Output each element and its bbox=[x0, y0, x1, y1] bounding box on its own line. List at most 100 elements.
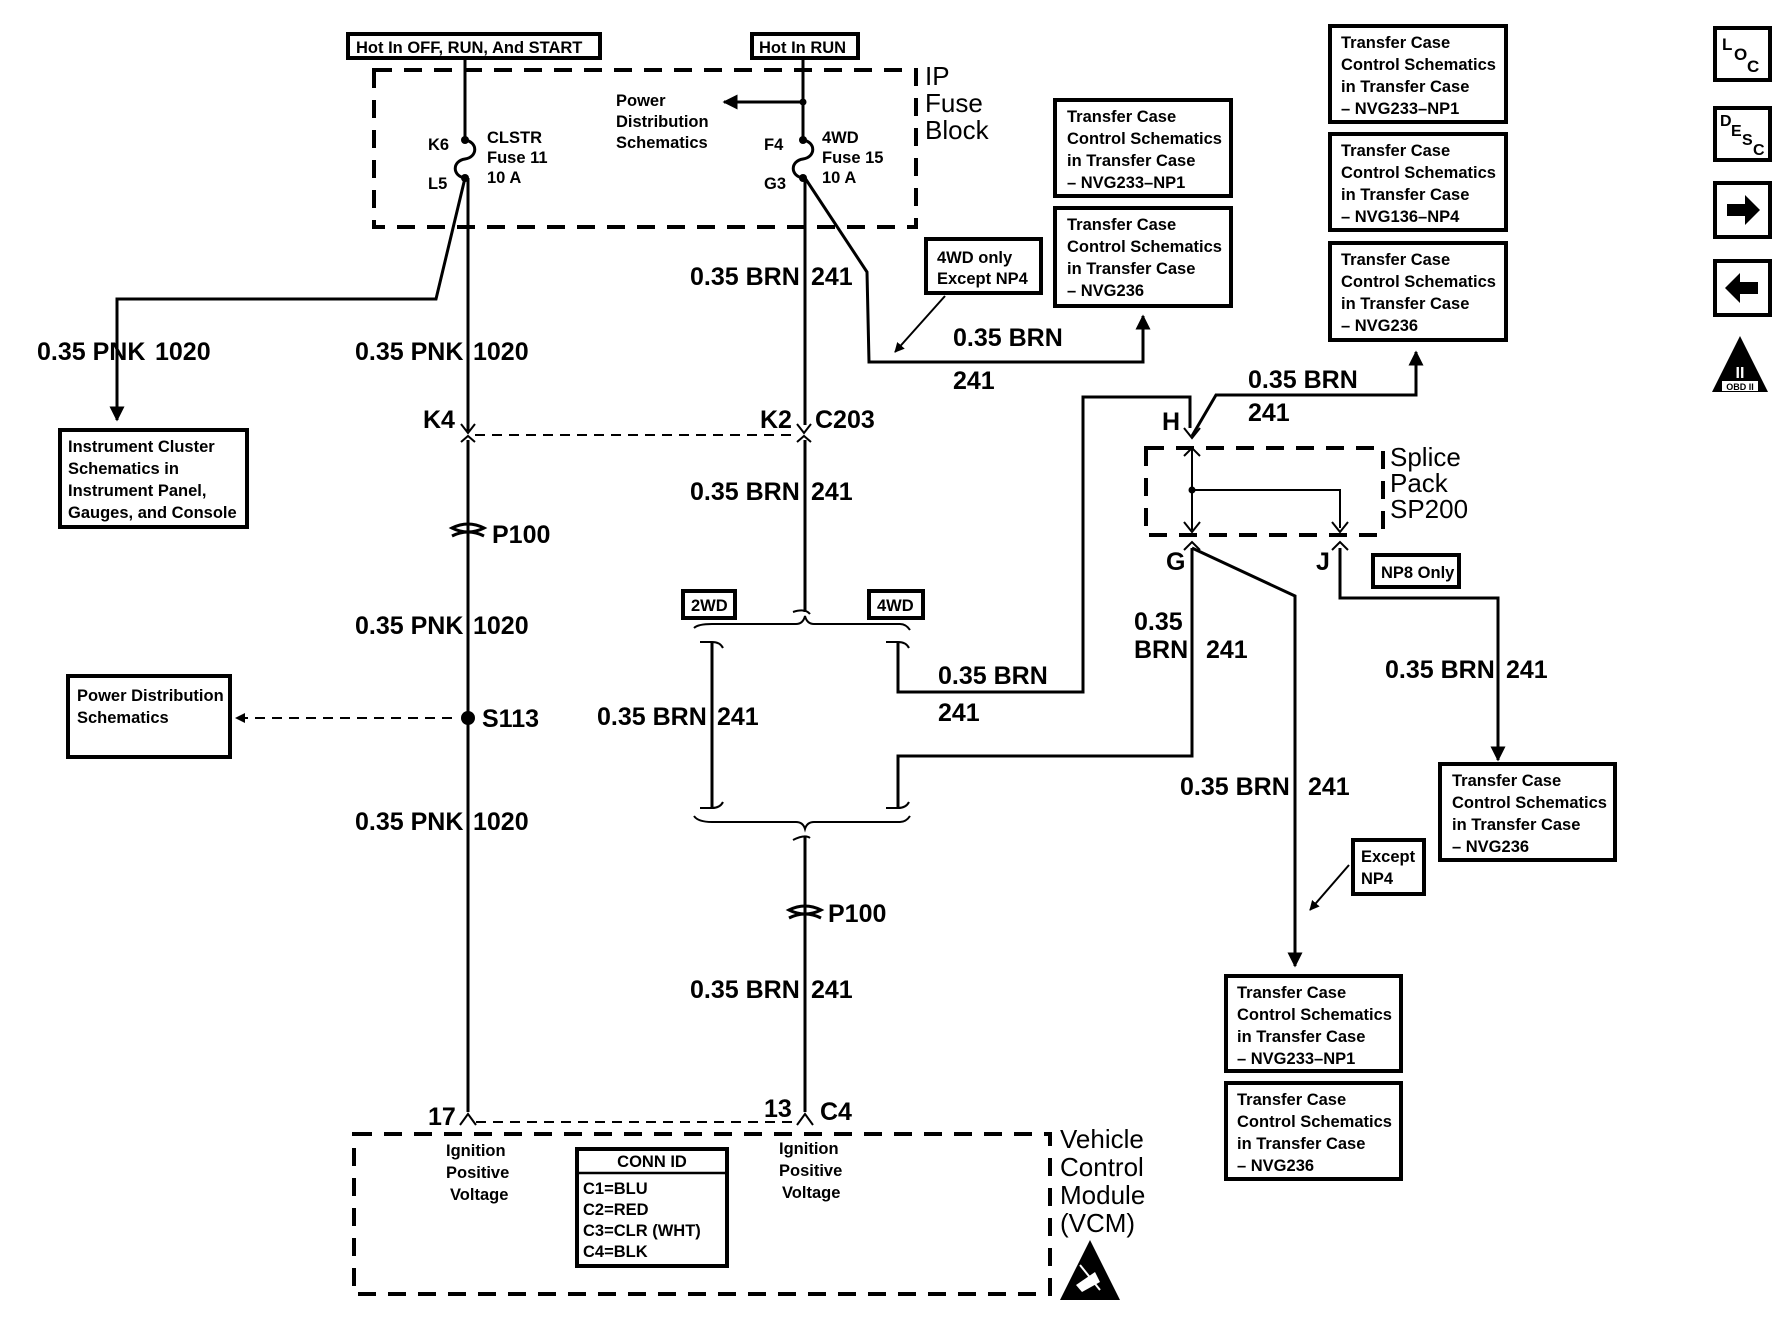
fuse-11-label-2: Fuse 11 bbox=[487, 149, 548, 167]
vcm-outline bbox=[352, 1132, 1052, 1296]
splice-s113: S113 bbox=[482, 705, 539, 733]
ref-tc-236-right-1: Transfer Case bbox=[1341, 251, 1450, 269]
wire-pnk-to-cluster bbox=[109, 177, 467, 422]
ref-power-distribution-1: Power Distribution bbox=[77, 687, 224, 705]
pin-l5: L5 bbox=[428, 175, 447, 193]
wire-circuit-pnk-c: 1020 bbox=[473, 612, 529, 640]
vcm-title-4: (VCM) bbox=[1060, 1208, 1135, 1238]
ref-tc-np1-top-2: Control Schematics bbox=[1067, 130, 1222, 148]
wire-label-brn-h-color: BRN bbox=[1134, 636, 1188, 664]
wire-label-brn-e: 0.35 BRN bbox=[938, 662, 1048, 690]
brace-top bbox=[693, 615, 911, 631]
prev-page-button[interactable] bbox=[1713, 259, 1772, 317]
wire-4wd-lower bbox=[896, 548, 1194, 808]
note-4wd-only-1: 4WD only bbox=[937, 249, 1013, 267]
ref-tc-np4-right-3: in Transfer Case bbox=[1341, 186, 1469, 204]
ref-instrument-cluster-3: Instrument Panel, bbox=[68, 482, 206, 500]
ref-tc-np1-right[interactable]: Transfer Case Control Schematics in Tran… bbox=[1328, 24, 1508, 124]
wire-circuit-brn-j: 241 bbox=[1506, 656, 1548, 684]
ref-tc-236-top-3: in Transfer Case bbox=[1067, 260, 1195, 278]
splice-pin-g-symbol bbox=[1183, 521, 1201, 551]
wire-circuit-brn-e: 241 bbox=[938, 699, 980, 727]
fuse-11-symbol bbox=[453, 138, 477, 180]
header-hot-run: Hot In RUN bbox=[750, 32, 860, 60]
connector-k4-symbol bbox=[460, 423, 476, 443]
fuse-11-label-1: CLSTR bbox=[487, 129, 542, 147]
obd-ii-button[interactable]: II OBD II bbox=[1712, 336, 1768, 392]
option-4wd: 4WD bbox=[877, 597, 914, 615]
ref-tc-np1-lower-3: in Transfer Case bbox=[1237, 1028, 1365, 1046]
ref-tc-np1-top-1: Transfer Case bbox=[1067, 108, 1176, 126]
ref-tc-236-j[interactable]: Transfer Case Control Schematics in Tran… bbox=[1438, 762, 1617, 862]
ref-tc-236-lower-1: Transfer Case bbox=[1237, 1091, 1346, 1109]
vcm-pin-17-symbol bbox=[459, 1112, 477, 1126]
ref-tc-236-right[interactable]: Transfer Case Control Schematics in Tran… bbox=[1328, 241, 1508, 342]
wire-circuit-brn-c: 241 bbox=[811, 478, 853, 506]
conn-id-row-3: C3=CLR (WHT) bbox=[583, 1222, 701, 1240]
vcm-pin17-desc-2: Positive bbox=[446, 1164, 509, 1182]
header-hot-run-text: Hot In RUN bbox=[759, 39, 846, 57]
wire-circuit-brn-i: 241 bbox=[1308, 773, 1350, 801]
ref-power-distribution-2: Schematics bbox=[77, 709, 169, 727]
note-4wd-only: 4WD only Except NP4 bbox=[924, 237, 1043, 295]
desc-letter-c: C bbox=[1753, 142, 1765, 159]
vcm-pin-13-symbol bbox=[796, 1112, 814, 1126]
wire-j-to-tc bbox=[1338, 548, 1500, 752]
ref-tc-236-top[interactable]: Transfer Case Control Schematics in Tran… bbox=[1053, 206, 1233, 308]
ref-tc-236-lower-3: in Transfer Case bbox=[1237, 1135, 1365, 1153]
ref-tc-np1-top-4: – NVG233–NP1 bbox=[1067, 174, 1185, 192]
ref-tc-np1-lower[interactable]: Transfer Case Control Schematics in Tran… bbox=[1224, 974, 1403, 1073]
wire-label-pnk-d: 0.35 PNK bbox=[355, 808, 463, 836]
loc-button[interactable]: L O C bbox=[1713, 26, 1772, 82]
wire-label-pnk-b: 0.35 PNK bbox=[355, 338, 463, 366]
wire-circuit-brn-d: 241 bbox=[717, 703, 759, 731]
connector-p100-left bbox=[448, 522, 488, 538]
splice-pin-g: G bbox=[1166, 548, 1185, 576]
arrow-4wd-only-note bbox=[894, 295, 946, 353]
note-np8-only: NP8 Only bbox=[1371, 553, 1461, 589]
splice-pack-outline bbox=[1144, 446, 1385, 537]
ref-tc-236-j-2: Control Schematics bbox=[1452, 794, 1607, 812]
wire-brn-4wd-branch bbox=[803, 177, 1145, 364]
conn-id-row-4: C4=BLK bbox=[583, 1243, 648, 1261]
ref-tc-np1-right-3: in Transfer Case bbox=[1341, 78, 1469, 96]
wire-label-brn-f: 0.35 BRN bbox=[690, 976, 800, 1004]
conn-id-table: CONN ID C1=BLU C2=RED C3=CLR (WHT) C4=BL… bbox=[575, 1147, 729, 1268]
ref-tc-236-right-3: in Transfer Case bbox=[1341, 295, 1469, 313]
vcm-pin-17: 17 bbox=[428, 1103, 456, 1131]
vcm-pin17-desc-1: Ignition bbox=[446, 1142, 506, 1160]
fuse-11-label-3: 10 A bbox=[487, 169, 521, 187]
option-4wd-tag: 4WD bbox=[867, 589, 925, 620]
ref-tc-np1-top[interactable]: Transfer Case Control Schematics in Tran… bbox=[1053, 98, 1233, 198]
ref-tc-236-lower-4: – NVG236 bbox=[1237, 1157, 1314, 1175]
obd-ii-icon bbox=[1712, 336, 1768, 392]
wire-circuit-brn-g: 241 bbox=[1248, 399, 1290, 427]
vcm-pin17-desc-3: Voltage bbox=[450, 1186, 508, 1204]
vcm-connector-c4: C4 bbox=[820, 1098, 852, 1126]
ref-power-distribution[interactable]: Power Distribution Schematics bbox=[66, 674, 232, 759]
desc-letter-d: D bbox=[1720, 113, 1732, 130]
wire-4wd-upper-hook bbox=[886, 641, 910, 649]
fuse-15-symbol bbox=[791, 138, 815, 180]
ref-tc-236-top-4: – NVG236 bbox=[1067, 282, 1144, 300]
obd-ii-roman: II bbox=[1736, 365, 1745, 382]
ref-tc-np1-lower-4: – NVG233–NP1 bbox=[1237, 1050, 1355, 1068]
ref-tc-236-lower-2: Control Schematics bbox=[1237, 1113, 1392, 1131]
fuse-15-label-2: Fuse 15 bbox=[822, 149, 883, 167]
right-arrow-icon bbox=[1727, 195, 1760, 225]
next-page-button[interactable] bbox=[1713, 181, 1772, 239]
wire-label-brn-b: 0.35 BRN bbox=[953, 324, 1063, 352]
ref-tc-236-lower[interactable]: Transfer Case Control Schematics in Tran… bbox=[1224, 1081, 1403, 1181]
ref-tc-np1-lower-1: Transfer Case bbox=[1237, 984, 1346, 1002]
ref-tc-np4-right[interactable]: Transfer Case Control Schematics in Tran… bbox=[1328, 132, 1508, 232]
ref-instrument-cluster[interactable]: Instrument Cluster Schematics in Instrum… bbox=[58, 428, 249, 529]
vcm-title-1: Vehicle bbox=[1060, 1124, 1144, 1154]
selector-end-b bbox=[792, 835, 811, 841]
pin-k4: K4 bbox=[423, 406, 455, 434]
wire-circuit-brn-b: 241 bbox=[953, 367, 995, 395]
splice-pack-title-3: SP200 bbox=[1390, 494, 1468, 524]
ref-tc-236-right-4: – NVG236 bbox=[1341, 317, 1418, 335]
vcm-title-2: Control bbox=[1060, 1152, 1144, 1182]
desc-button[interactable]: D E S C bbox=[1713, 106, 1772, 162]
